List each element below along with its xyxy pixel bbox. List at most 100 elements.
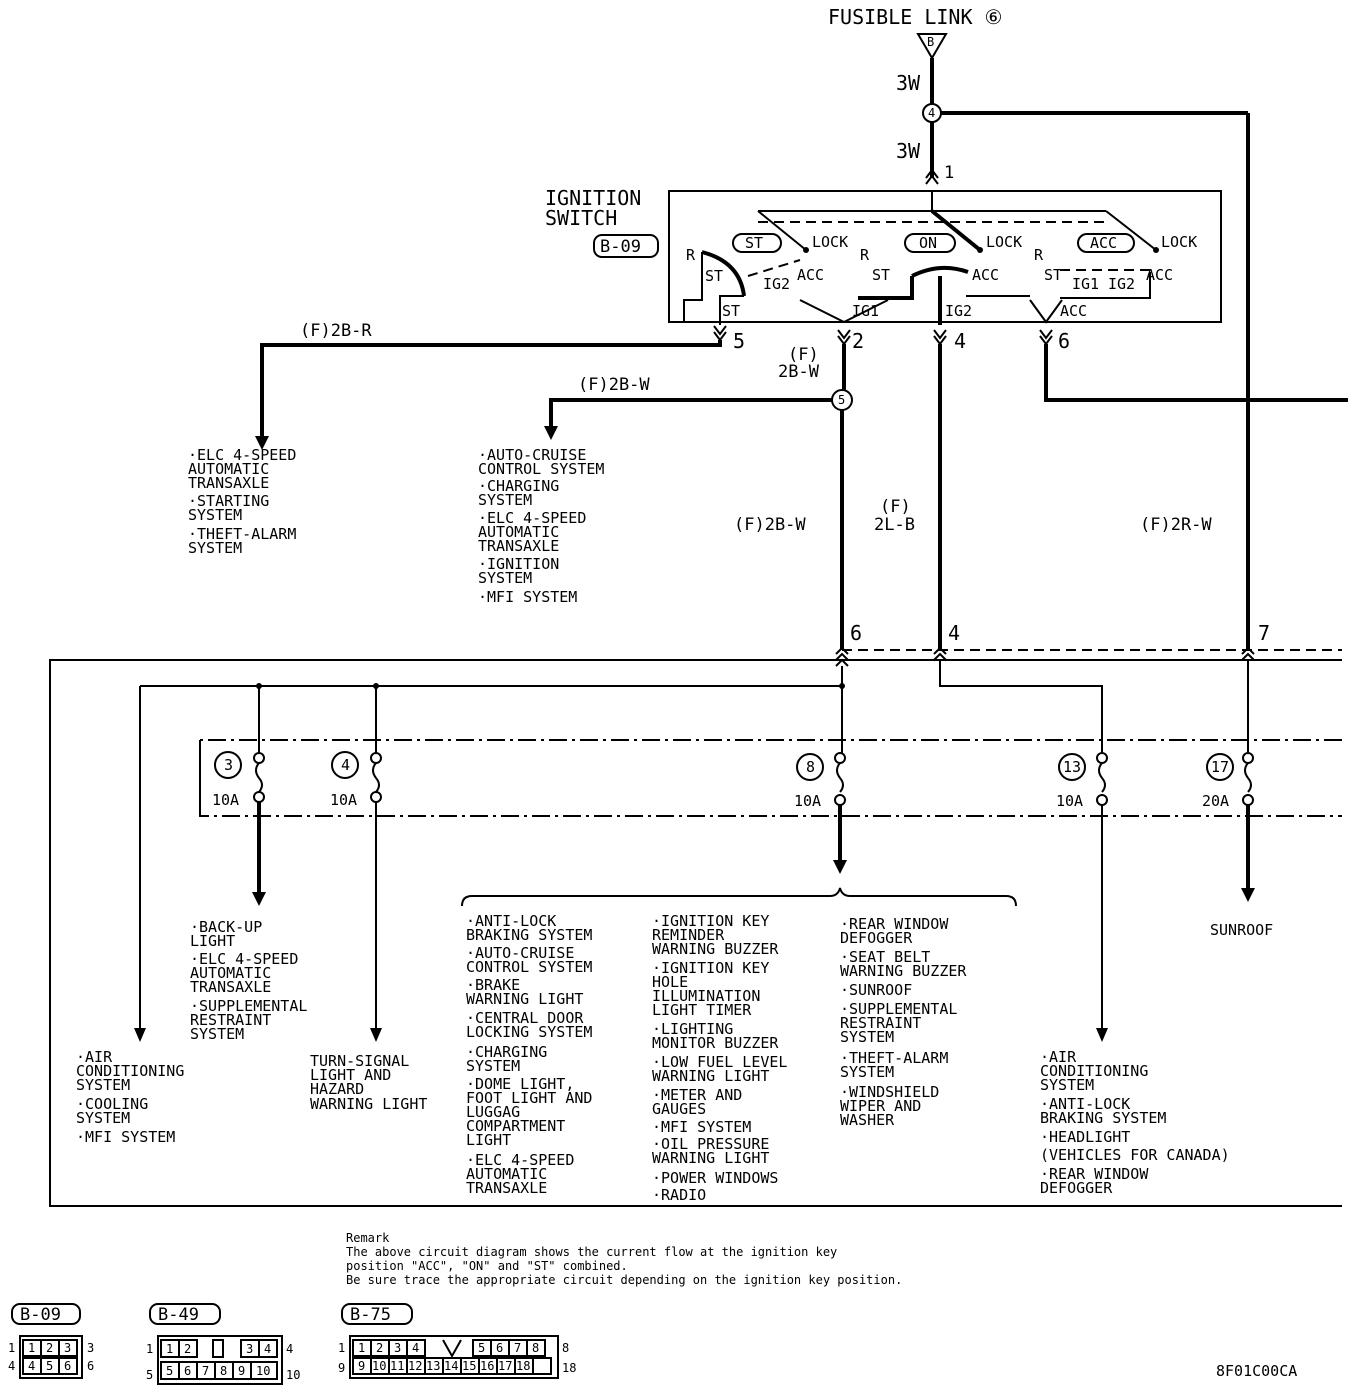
fuse8-c3-9: SYSTEM — [840, 1063, 894, 1081]
b49-cell-1: 1 — [166, 1342, 173, 1356]
fuse4-load-0: TURN-SIGNAL — [310, 1052, 409, 1070]
b75-cell-4: 4 — [412, 1341, 419, 1355]
b09-top-left: 1 — [8, 1341, 15, 1355]
fuse3-load-1: LIGHT — [190, 932, 235, 950]
b75-cell-6: 6 — [496, 1341, 503, 1355]
ig1-load-2: ·CHARGING — [478, 477, 559, 495]
b75-bot-left: 9 — [338, 1361, 345, 1375]
wire-label-2b-r: (F)2B-R — [300, 321, 372, 341]
st-contact-arm — [757, 210, 807, 251]
left-load-list: ·AIR CONDITIONING SYSTEM ·COOLING SYSTEM… — [76, 1048, 184, 1146]
b75-cell-8: 8 — [532, 1341, 539, 1355]
b49-cell-10: 10 — [256, 1364, 270, 1378]
ig1-load-list: ·AUTO-CRUISE CONTROL SYSTEM ·CHARGING SY… — [478, 446, 604, 606]
jb-pin-7: 7 — [1258, 621, 1270, 645]
fuse3-load-5: ·SUPPLEMENTAL — [190, 997, 307, 1015]
b09-cell-3: 3 — [64, 1341, 71, 1355]
fuse8-c2-12: GAUGES — [652, 1100, 706, 1118]
wire-label-3w-top: 3W — [896, 71, 921, 95]
b49-cell-3: 3 — [246, 1342, 253, 1356]
acc-acc-label: ACC — [1146, 266, 1173, 284]
fuse8-c2-2: WARNING BUZZER — [652, 940, 779, 958]
st-out-wire — [719, 295, 744, 325]
fusible-link-label: FUSIBLE LINK ⑥ — [828, 5, 1002, 29]
on-r-label: R — [860, 246, 870, 264]
fuse3-load-6: RESTRAINT — [190, 1011, 271, 1029]
on-lock-label: LOCK — [986, 233, 1022, 251]
jb-pin-4-mark — [933, 646, 947, 661]
fuse-17: 17 20A — [1202, 752, 1255, 902]
fuse-3-load-list: ·BACK-UP LIGHT ·ELC 4-SPEED AUTOMATIC TR… — [190, 918, 307, 1043]
pin-5-mark — [713, 325, 727, 342]
fuse8-c1-0: ·ANTI-LOCK — [466, 912, 556, 930]
st-st-label: ST — [705, 267, 723, 285]
fuse8-c2-13: ·MFI SYSTEM — [652, 1118, 751, 1136]
st-load-2: TRANSAXLE — [188, 474, 269, 492]
st-load-list: ·ELC 4-SPEED AUTOMATIC TRANSAXLE ·STARTI… — [188, 446, 296, 557]
jb-pin-7-mark — [1241, 646, 1255, 661]
wire-2b-w-branch — [549, 398, 832, 428]
b09-cell-1: 1 — [28, 1341, 35, 1355]
fuse3-load-7: SYSTEM — [190, 1025, 244, 1043]
b75-cell-16: 16 — [480, 1359, 494, 1373]
fuse4-load-2: HAZARD — [310, 1080, 364, 1098]
st-load-6: SYSTEM — [188, 539, 242, 557]
ig1-load-0: ·AUTO-CRUISE — [478, 446, 586, 464]
jb-pin-4: 4 — [948, 621, 960, 645]
fuse13-load-6: (VEHICLES FOR CANADA) — [1040, 1146, 1230, 1164]
connector-b09-tag — [593, 234, 659, 258]
ig1-load-3: SYSTEM — [478, 491, 532, 509]
fuse13-load-5: ·HEADLIGHT — [1040, 1128, 1130, 1146]
fuse8-c3-0: ·REAR WINDOW — [840, 915, 949, 933]
fuse8-c1-2: ·AUTO-CRUISE — [466, 944, 574, 962]
wire-label-3w-bottom: 3W — [896, 139, 921, 163]
fuse-4-rating: 10A — [330, 791, 357, 809]
on-contact-dot — [977, 247, 983, 253]
pin-4-mark — [933, 329, 947, 346]
fuse8-c3-1: DEFOGGER — [840, 929, 913, 947]
fuse8-c1-12: LUGGAG — [466, 1103, 520, 1121]
arrow-left-loads — [134, 1028, 146, 1042]
left-load-0: ·AIR — [76, 1048, 113, 1066]
on-contact-arm — [930, 209, 982, 252]
fuse3-load-2: ·ELC 4-SPEED — [190, 950, 298, 968]
fuse8-c1-5: WARNING LIGHT — [466, 990, 583, 1008]
ignition-switch-title-2: SWITCH — [545, 206, 617, 230]
connector-b09-tag-label: B-09 — [600, 237, 641, 257]
b75-cell-3: 3 — [394, 1341, 401, 1355]
b49-cell-2: 2 — [184, 1342, 191, 1356]
b09-top-right: 3 — [87, 1341, 94, 1355]
b49-top-left: 1 — [146, 1342, 153, 1356]
st-r-wire — [683, 252, 703, 322]
b49-bot-right: 10 — [286, 1368, 300, 1382]
connector-view-b49: B-49 1 2 3 4 5 6 7 8 9 10 1 4 5 10 — [146, 1303, 300, 1385]
jb-ig2-route — [939, 660, 1103, 752]
left-load-3: ·COOLING — [76, 1095, 148, 1113]
st-lock-label: LOCK — [812, 233, 848, 251]
b49-top-right: 4 — [286, 1342, 293, 1356]
on-st-label: ST — [872, 266, 890, 284]
fuse-13-load-list: ·AIR CONDITIONING SYSTEM ·ANTI-LOCK BRAK… — [1040, 1048, 1230, 1197]
jb-pin-6-mark — [835, 646, 849, 667]
fuse-4-load-list: TURN-SIGNAL LIGHT AND HAZARD WARNING LIG… — [310, 1052, 427, 1113]
on-acc-label: ACC — [972, 266, 999, 284]
b75-cell-11: 11 — [390, 1359, 404, 1373]
fuse8-c2-15: WARNING LIGHT — [652, 1149, 769, 1167]
wire-label-ig1-a: (F) — [788, 345, 819, 365]
fuse8-c1-9: SYSTEM — [466, 1057, 520, 1075]
fuse8-c3-4: ·SUNROOF — [840, 981, 912, 999]
fuse-4-number: 4 — [341, 756, 350, 774]
b09-bot-left: 4 — [8, 1359, 15, 1373]
ig1-v-join — [799, 299, 889, 324]
b75-cell-14: 14 — [444, 1359, 458, 1373]
fuse8-c2-10: WARNING LIGHT — [652, 1067, 769, 1085]
b75-cell-7: 7 — [514, 1341, 521, 1355]
fuse8-c2-0: ·IGNITION KEY — [652, 912, 769, 930]
acc-contact-arm — [1105, 210, 1157, 251]
fuse8-c1-4: ·BRAKE — [466, 976, 520, 994]
fuse13-load-4: BRAKING SYSTEM — [1040, 1109, 1166, 1127]
connector-view-b09: B-09 1 2 3 4 5 6 1 3 4 6 — [8, 1303, 94, 1379]
fuse8-c2-3: ·IGNITION KEY — [652, 959, 769, 977]
b75-cell-2: 2 — [376, 1341, 383, 1355]
acc-contact-dot — [1153, 247, 1159, 253]
